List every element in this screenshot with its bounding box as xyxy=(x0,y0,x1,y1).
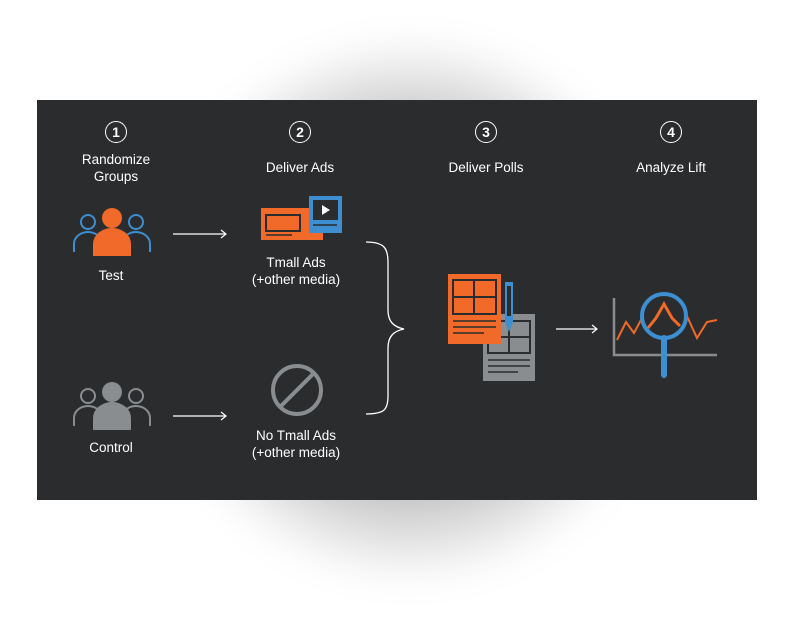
poll-forms-icon xyxy=(448,274,535,381)
control-group-label: Control xyxy=(89,440,133,455)
test-group-label: Test xyxy=(98,268,124,283)
step-1-number: 1 xyxy=(105,121,127,143)
step-3-label: Deliver Polls xyxy=(448,160,524,175)
step-3-number: 3 xyxy=(475,121,497,143)
test-media-label: Tmall Ads (+other media) xyxy=(251,255,341,287)
step-1-label: Randomize Groups xyxy=(81,152,151,184)
diagram-panel xyxy=(37,100,757,500)
arrow-control-to-no-ads xyxy=(173,411,227,421)
step-4-label: Analyze Lift xyxy=(636,160,706,175)
control-media-label: No Tmall Ads (+other media) xyxy=(251,428,341,460)
arrow-polls-to-lift xyxy=(556,324,598,334)
step-2-label: Deliver Ads xyxy=(265,160,335,175)
ad-screens-icon xyxy=(261,196,342,240)
merge-brace xyxy=(365,241,405,415)
chart-magnifier-icon xyxy=(612,292,718,378)
control-group-icon xyxy=(73,382,151,430)
step-4-number: 4 xyxy=(660,121,682,143)
step-2-number: 2 xyxy=(289,121,311,143)
arrow-test-to-ads xyxy=(173,229,227,239)
test-group-icon xyxy=(73,208,151,256)
prohibited-icon xyxy=(271,364,323,416)
